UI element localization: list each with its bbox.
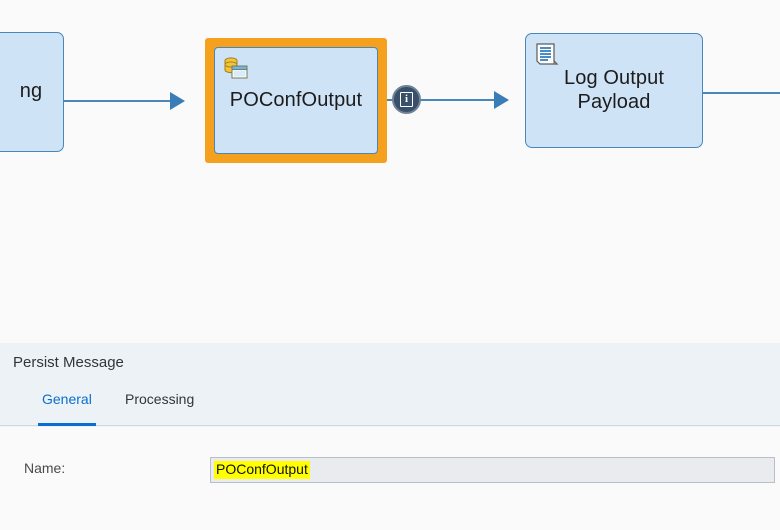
name-field-label: Name: bbox=[24, 460, 66, 476]
field-row-name: Name: POConfOutput bbox=[0, 457, 780, 483]
flow-node-log-output-payload[interactable]: Log Output Payload bbox=[525, 33, 703, 148]
panel-tabstrip: General Processing bbox=[0, 391, 780, 426]
connector-arrow-2 bbox=[494, 91, 509, 109]
connector-line-4 bbox=[703, 92, 780, 94]
connector-line-3 bbox=[419, 99, 494, 101]
info-icon[interactable]: i bbox=[392, 85, 421, 114]
name-input-value: POConfOutput bbox=[214, 461, 310, 479]
name-input[interactable]: POConfOutput bbox=[210, 457, 775, 483]
flow-node-partial-left[interactable]: ng bbox=[0, 32, 64, 152]
flow-canvas[interactable]: ng POConfOutput bbox=[0, 0, 780, 343]
panel-title: Persist Message bbox=[13, 354, 124, 371]
tab-processing[interactable]: Processing bbox=[125, 391, 195, 407]
panel-body: Name: POConfOutput bbox=[0, 427, 780, 530]
connector-line-1 bbox=[64, 100, 170, 102]
properties-panel: Persist Message General Processing Name:… bbox=[0, 343, 780, 530]
flow-node-poconfoutput[interactable]: POConfOutput bbox=[214, 47, 378, 154]
connector-arrow-1 bbox=[170, 92, 185, 110]
tab-general[interactable]: General bbox=[38, 391, 96, 426]
info-badge-glyph: i bbox=[400, 92, 413, 107]
flow-node-log-output-payload-label: Log Output Payload bbox=[564, 66, 664, 113]
flow-node-poconfoutput-selection[interactable]: POConfOutput bbox=[205, 38, 387, 163]
script-document-icon bbox=[533, 41, 561, 69]
flow-node-poconfoutput-label: POConfOutput bbox=[229, 88, 363, 111]
flow-node-partial-label: ng bbox=[19, 80, 43, 103]
persist-message-icon bbox=[222, 55, 250, 83]
